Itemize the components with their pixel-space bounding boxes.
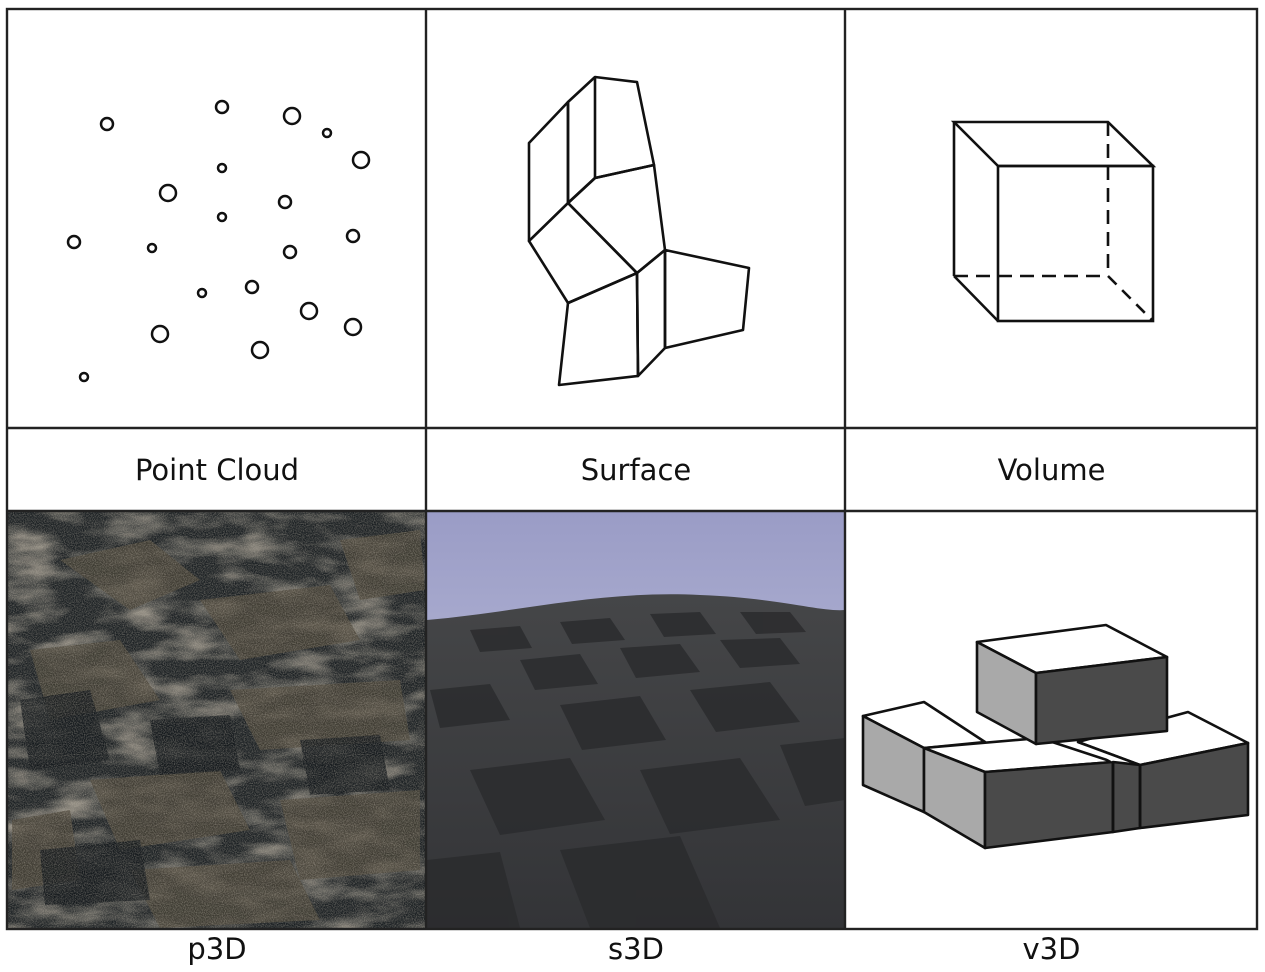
point-marker [214, 99, 230, 115]
point-cloud-render [8, 512, 425, 928]
caption-s3d: s3D [608, 932, 664, 966]
grid-lines [5, 7, 1259, 931]
surface-mesh-icon [527, 75, 751, 387]
point-marker [244, 279, 260, 295]
point-marker [216, 211, 228, 223]
caption-p3d: p3D [187, 932, 247, 966]
point-marker [277, 194, 293, 210]
header-point-cloud: Point Cloud [134, 453, 300, 487]
point-marker [351, 150, 371, 170]
point-marker [66, 234, 82, 250]
caption-v3d: v3D [1022, 932, 1081, 966]
point-marker [196, 287, 208, 299]
surface-render [427, 512, 845, 928]
point-marker [158, 183, 178, 203]
point-marker [282, 244, 298, 260]
point-marker [216, 162, 228, 174]
header-surface: Surface [580, 453, 692, 487]
point-marker [282, 106, 302, 126]
point-marker [146, 242, 158, 254]
wireframe-cube-icon [950, 120, 1157, 323]
point-marker [345, 228, 361, 244]
voxel-blocks-icon [861, 623, 1250, 850]
header-volume: Volume [997, 453, 1106, 487]
point-marker [343, 317, 363, 337]
point-marker [250, 340, 270, 360]
point-marker [150, 324, 170, 344]
point-marker [321, 127, 333, 139]
point-marker [99, 116, 115, 132]
point-cloud-icon [66, 99, 371, 383]
point-marker [78, 371, 90, 383]
point-marker [299, 301, 319, 321]
